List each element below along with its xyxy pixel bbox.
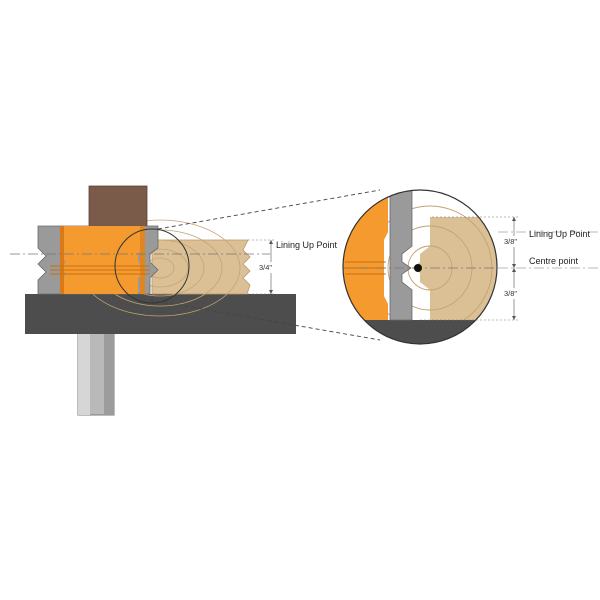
shank [77,332,115,416]
lining-up-point-label-right: Lining Up Point [529,229,591,239]
left-assembly: 3/4" Lining Up Point [10,185,338,416]
dimension-left-value: 3/4" [259,263,272,272]
dimension-right-bottom-value: 3/8" [504,289,517,298]
centre-point-label: Centre point [529,256,579,266]
router-table-zoom [343,320,497,344]
router-bit-icon [37,225,159,295]
magnifier-circle-icon [342,189,498,345]
zoom-connectors [149,189,381,341]
lining-up-point-label-left: Lining Up Point [276,240,338,250]
centre-dot-icon [414,264,422,272]
bit-nut [88,185,148,227]
dimension-right-top-value: 3/8" [504,237,517,246]
dimension-left: 3/4" [248,239,279,295]
dimension-right: 3/8" 3/8" [420,216,600,321]
router-table [25,294,296,334]
small-focus-circle [114,228,190,304]
